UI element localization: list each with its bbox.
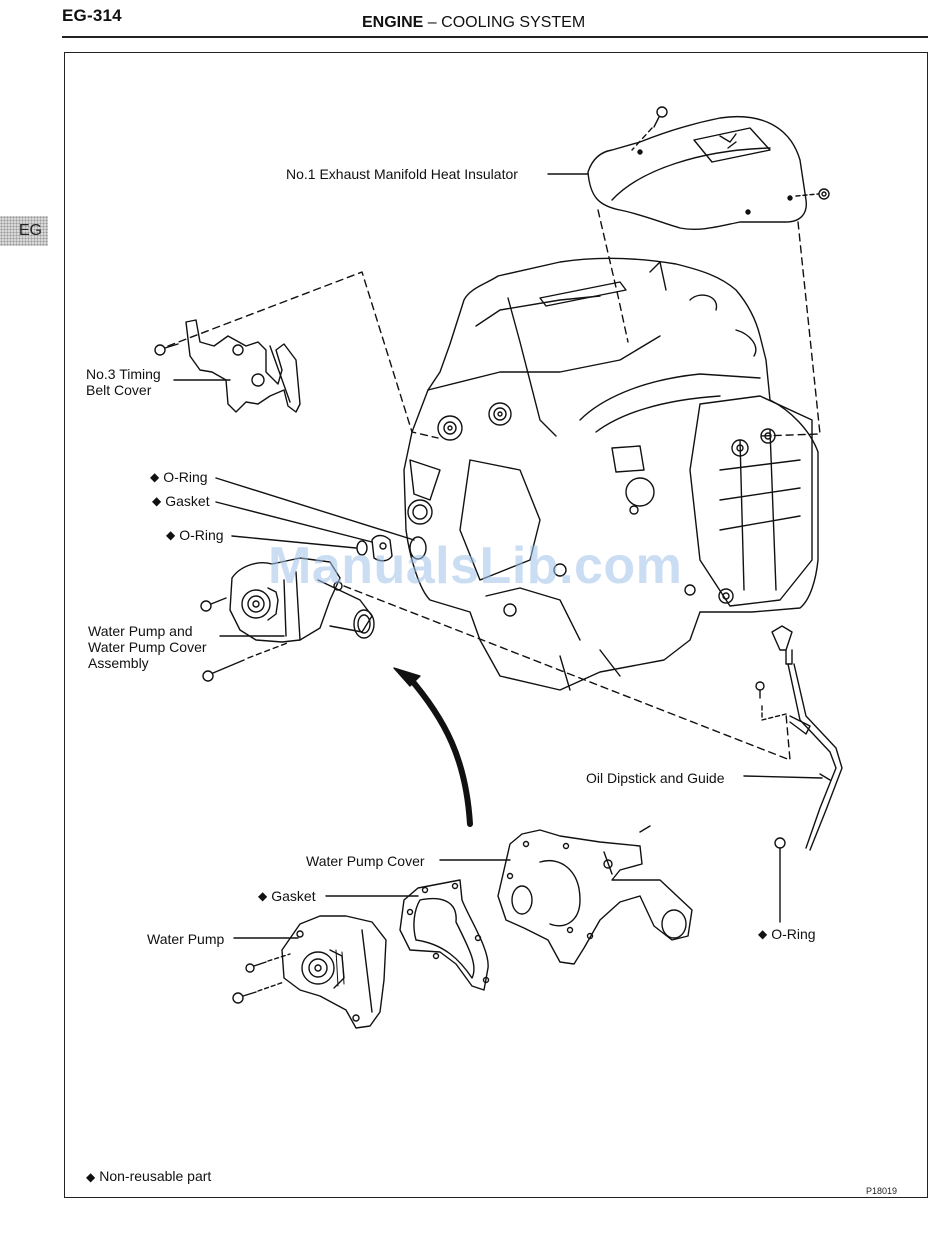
non-reusable-diamond-icon: ◆ [150, 470, 159, 484]
insulator-bolt [632, 107, 667, 150]
label-gasket-upper: ◆ Gasket [152, 493, 210, 510]
pump-assembly-bolt-short [201, 598, 226, 611]
label-timing-belt-cover: No.3 Timing Belt Cover [86, 366, 161, 398]
non-reusable-legend: ◆ Non-reusable part [86, 1168, 211, 1184]
non-reusable-diamond-icon: ◆ [166, 528, 175, 542]
insulator-nut [796, 189, 829, 199]
label-text: Gasket [271, 888, 315, 904]
label-text: Gasket [165, 493, 209, 509]
label-water-pump-assembly: Water Pump and Water Pump Cover Assembly [88, 623, 207, 671]
label-water-pump-cover: Water Pump Cover [306, 853, 425, 869]
label-oil-dipstick: Oil Dipstick and Guide [586, 770, 725, 786]
figure-code: P18019 [866, 1186, 897, 1196]
non-reusable-diamond-icon: ◆ [152, 494, 161, 508]
label-o-ring-middle: ◆ O-Ring [166, 527, 224, 544]
engine-assembly [404, 258, 818, 690]
pump-assembly-bolt-long [203, 642, 290, 681]
non-reusable-diamond-icon: ◆ [86, 1170, 95, 1184]
label-text: Oil Dipstick and Guide [586, 770, 725, 786]
timing-cover-guide [168, 272, 438, 438]
water-pump-cover [498, 826, 692, 964]
label-text: Water Pump [147, 931, 224, 947]
oil-dipstick-leader [744, 776, 822, 778]
label-text: O-Ring [163, 469, 207, 485]
label-water-pump: Water Pump [147, 931, 224, 947]
oil-dipstick-and-guide [772, 626, 842, 850]
water-pump [282, 916, 386, 1028]
label-text: Water Pump Cover [306, 853, 425, 869]
label-text: No.1 Exhaust Manifold Heat Insulator [286, 166, 518, 182]
assembly-direction-arrow [394, 668, 470, 824]
label-gasket-lower: ◆ Gasket [258, 888, 316, 905]
label-text: O-Ring [179, 527, 223, 543]
label-o-ring-upper: ◆ O-Ring [150, 469, 208, 486]
exhaust-manifold-heat-insulator [588, 117, 806, 230]
timing-cover-bolt [155, 344, 178, 355]
label-text: O-Ring [771, 926, 815, 942]
dipstick-o-ring [775, 838, 785, 848]
legend-text: Non-reusable part [99, 1168, 211, 1184]
insulator-guide-right [760, 222, 820, 436]
insulator-guide-left [598, 210, 628, 342]
label-exhaust-insulator: No.1 Exhaust Manifold Heat Insulator [286, 166, 518, 182]
dipstick-guide-bolt [756, 682, 786, 720]
non-reusable-diamond-icon: ◆ [758, 927, 767, 941]
label-o-ring-dipstick: ◆ O-Ring [758, 926, 816, 943]
no3-timing-belt-cover [186, 320, 300, 412]
watermark: ManualsLib.com [268, 536, 682, 596]
water-pump-bolt-lower [233, 982, 284, 1003]
non-reusable-diamond-icon: ◆ [258, 889, 267, 903]
